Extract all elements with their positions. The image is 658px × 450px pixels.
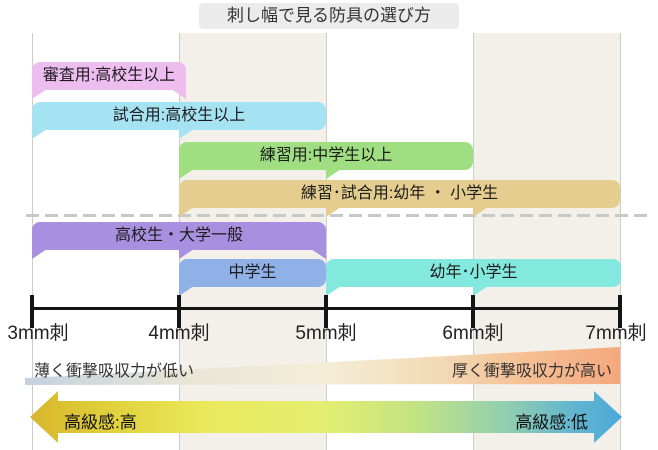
range-bar: 審査用:高校生以上 xyxy=(32,62,186,90)
axis-tick xyxy=(324,295,328,328)
axis-tick-label: 4mm刺 xyxy=(148,323,210,344)
range-bar: 練習･試合用:幼年 ・ 小学生 xyxy=(179,180,620,208)
luxury-low-label: 高級感:低 xyxy=(515,413,588,432)
range-bar: 高校生・大学一般 xyxy=(32,222,326,250)
gridline xyxy=(620,33,621,450)
bar-tail xyxy=(32,129,47,139)
axis-tick-label: 7mm刺 xyxy=(585,323,647,344)
bar-tail xyxy=(179,169,194,179)
bar-tail xyxy=(179,249,194,259)
bar-tail xyxy=(326,207,341,217)
bar-tail xyxy=(473,207,488,217)
page-title: 刺し幅で見る防具の選び方 xyxy=(199,3,459,29)
bar-tail xyxy=(326,169,341,179)
axis-tick-label: 5mm刺 xyxy=(295,323,357,344)
wedge-shape xyxy=(25,347,620,385)
bar-tail xyxy=(179,286,194,296)
dashed-separator-line xyxy=(26,214,650,217)
bar-tail xyxy=(473,286,488,296)
range-bar: 試合用:高校生以上 xyxy=(32,102,326,130)
axis-tick-label: 6mm刺 xyxy=(442,323,504,344)
axis-tick xyxy=(471,295,475,328)
bar-tail xyxy=(32,89,47,99)
bar-tail xyxy=(179,129,194,139)
axis-tick-label: 3mm刺 xyxy=(7,323,69,344)
luxury-arrow-shape xyxy=(30,391,622,443)
bar-tail xyxy=(32,249,47,259)
thickness-high-label: 厚く衝撃吸収力が高い xyxy=(451,363,612,380)
range-bar: 幼年･小学生 xyxy=(326,259,621,287)
bar-tail xyxy=(171,89,186,99)
bar-tail xyxy=(179,207,194,217)
luxury-high-label: 高級感:高 xyxy=(64,413,137,432)
range-bar: 練習用:中学生以上 xyxy=(179,142,473,170)
axis-tick xyxy=(618,295,622,328)
thickness-low-label: 薄く衝撃吸収力が低い xyxy=(34,363,195,380)
gridline xyxy=(473,33,474,450)
gridline xyxy=(326,33,327,450)
range-bar: 中学生 xyxy=(179,259,326,287)
bar-tail xyxy=(326,286,341,296)
axis-tick xyxy=(177,295,181,328)
axis-tick xyxy=(30,295,34,328)
bar-tail xyxy=(311,249,326,259)
